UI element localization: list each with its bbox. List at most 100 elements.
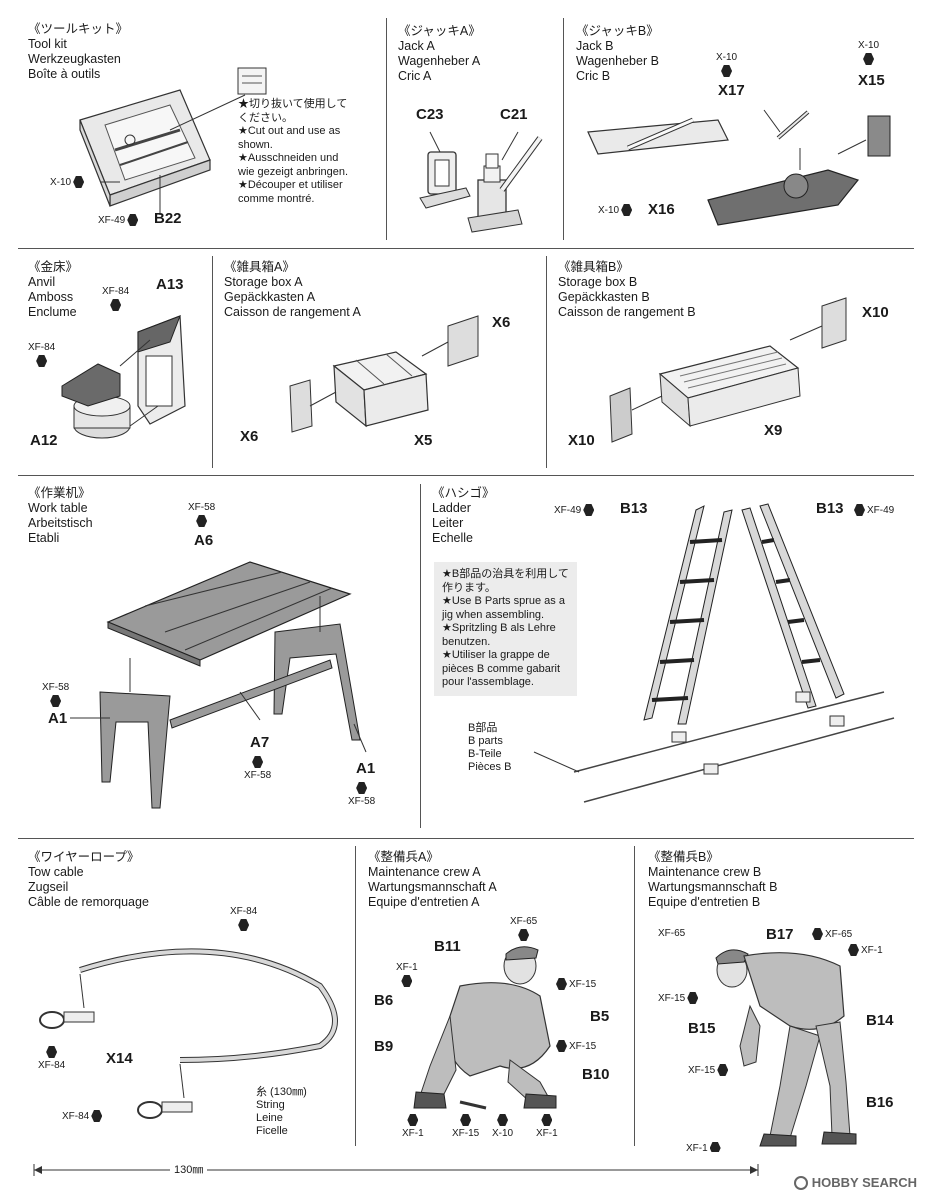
paint-hex-icon — [717, 1064, 729, 1076]
paint-callout: XF-65 — [510, 916, 537, 941]
paint-callout: XF-15 — [658, 992, 699, 1004]
part-label: B13 — [620, 500, 648, 517]
paint-callout: XF-1 — [402, 1114, 424, 1139]
part-label: B13 — [816, 500, 844, 517]
paint-callout: XF-65 — [812, 928, 852, 940]
paint-callout: XF-84 — [230, 906, 257, 931]
tool-kit-title: 《ツールキット》 Tool kit Werkzeugkasten Boîte à… — [28, 22, 129, 81]
divider — [18, 838, 914, 839]
paint-hex-icon — [460, 1114, 472, 1126]
jack-b-panel: 《ジャッキB》 Jack B Wagenheber B Cric B X-10 … — [568, 20, 914, 240]
crew-b-panel: 《整備兵B》 Maintenance crew B Wartungsmannsc… — [640, 846, 914, 1152]
paint-hex-icon — [46, 1046, 58, 1058]
part-label: X9 — [764, 422, 783, 439]
paint-hex-icon — [518, 929, 530, 941]
work-table-panel: 《作業机》 Work table Arbeitstisch Etabli XF-… — [20, 482, 418, 832]
string-label: 糸 (130㎜) String Leine Ficelle — [256, 1086, 307, 1137]
part-label: A1 — [356, 760, 376, 777]
paint-callout: XF-15 — [556, 1040, 596, 1052]
part-label: B9 — [374, 1038, 394, 1055]
part-label: X6 — [240, 428, 259, 445]
work-table-illustration — [70, 561, 367, 809]
paint-callout: X-10 — [598, 204, 633, 216]
logo-icon — [793, 1175, 808, 1190]
paint-hex-icon — [621, 204, 633, 216]
length-scale — [33, 1164, 759, 1176]
storage-a-title: 《雑具箱A》 Storage box A Gepäckkasten A Cais… — [224, 260, 361, 319]
paint-callout: XF-15 — [452, 1114, 479, 1139]
crew-b-illustration — [715, 949, 857, 1147]
paint-hex-icon — [556, 1040, 567, 1052]
divider — [546, 256, 547, 468]
part-label: B5 — [590, 1008, 610, 1025]
part-label: A13 — [156, 276, 184, 293]
anvil-panel: 《金床》 Anvil Amboss Enclume XF-84 A13 XF-8… — [20, 256, 210, 468]
paint-callout: XF-49 — [98, 214, 139, 226]
paint-hex-icon — [50, 695, 62, 707]
jack-a-title: 《ジャッキA》 Jack A Wagenheber A Cric A — [398, 24, 481, 83]
paint-callout: XF-49 — [554, 504, 595, 516]
part-label: X16 — [648, 201, 675, 218]
jack-b-title: 《ジャッキB》 Jack B Wagenheber B Cric B — [576, 24, 659, 83]
paint-callout: XF-49 — [854, 504, 894, 516]
part-label: B10 — [582, 1066, 610, 1083]
part-label: B14 — [866, 1012, 894, 1029]
crew-a-illustration — [413, 946, 557, 1110]
tool-kit-panel: 《ツールキット》 Tool kit Werkzeugkasten Boîte à… — [20, 20, 380, 240]
paint-hex-icon — [73, 176, 85, 188]
storage-a-panel: 《雑具箱A》 Storage box A Gepäckkasten A Cais… — [216, 256, 544, 468]
paint-callout: XF-1 — [686, 1142, 721, 1152]
crew-a-title: 《整備兵A》 Maintenance crew A Wartungsmannsc… — [368, 850, 497, 909]
paint-callout: XF-58 — [348, 782, 375, 807]
divider — [18, 248, 914, 249]
paint-hex-icon — [583, 504, 595, 516]
divider — [420, 484, 421, 828]
paint-hex-icon — [91, 1110, 103, 1122]
storage-b-title: 《雑具箱B》 Storage box B Gepäckkasten B Cais… — [558, 260, 696, 319]
part-label: A12 — [30, 432, 58, 449]
paint-callout: XF-58 — [42, 682, 69, 707]
tool-kit-note: ★切り抜いて使用して ください。 ★Cut out and use as sho… — [238, 98, 349, 205]
part-label: X5 — [414, 432, 433, 449]
tow-cable-illustration — [39, 948, 338, 1119]
paint-callout: X-10 — [50, 176, 85, 188]
paint-hex-icon — [36, 355, 48, 367]
part-label: X15 — [858, 72, 885, 89]
watermark-logo: HOBBY SEARCH — [793, 1175, 917, 1190]
paint-hex-icon — [238, 919, 250, 931]
paint-hex-icon — [401, 975, 413, 987]
paint-hex-icon — [497, 1114, 509, 1126]
ladder-note: ★B部品の治具を利用して 作ります。 ★Use B Parts sprue as… — [434, 562, 577, 696]
part-label: A1 — [48, 710, 68, 727]
part-label: C23 — [416, 106, 444, 123]
paint-hex-icon — [721, 65, 733, 77]
tow-cable-title: 《ワイヤーロープ》 Tow cable Zugseil Câble de rem… — [28, 850, 149, 909]
crew-a-panel: 《整備兵A》 Maintenance crew A Wartungsmannsc… — [360, 846, 632, 1152]
paint-hex-icon — [541, 1114, 553, 1126]
jack-a-panel: 《ジャッキA》 Jack A Wagenheber A Cric A C23 C… — [390, 20, 562, 240]
paint-callout: XF-1 — [396, 962, 418, 987]
paint-callout: X-10 — [716, 52, 737, 77]
divider — [386, 18, 387, 240]
paint-hex-icon — [127, 214, 139, 226]
paint-hex-icon — [356, 782, 368, 794]
part-label: C21 — [500, 106, 528, 123]
paint-hex-icon — [110, 299, 122, 311]
paint-callout: XF-1 — [536, 1114, 558, 1139]
ladder-sprue-label: B部品 B parts B-Teile Pièces B — [468, 722, 512, 773]
storage-b-panel: 《雑具箱B》 Storage box B Gepäckkasten B Cais… — [550, 256, 914, 468]
paint-callout: X-10 — [858, 40, 879, 65]
paint-callout: XF-84 — [38, 1046, 65, 1071]
jack-b-illustration — [587, 109, 891, 226]
part-label: B17 — [766, 926, 794, 943]
paint-callout: XF-15 — [688, 1064, 729, 1076]
length-label: 130㎜ — [170, 1164, 208, 1177]
part-label: X10 — [862, 304, 889, 321]
anvil-title: 《金床》 Anvil Amboss Enclume — [28, 260, 79, 319]
part-label: X17 — [718, 82, 745, 99]
part-label: X6 — [492, 314, 511, 331]
work-table-title: 《作業机》 Work table Arbeitstisch Etabli — [28, 486, 93, 545]
paint-hex-icon — [848, 944, 859, 956]
divider — [634, 846, 635, 1146]
paint-hex-icon — [556, 978, 567, 990]
